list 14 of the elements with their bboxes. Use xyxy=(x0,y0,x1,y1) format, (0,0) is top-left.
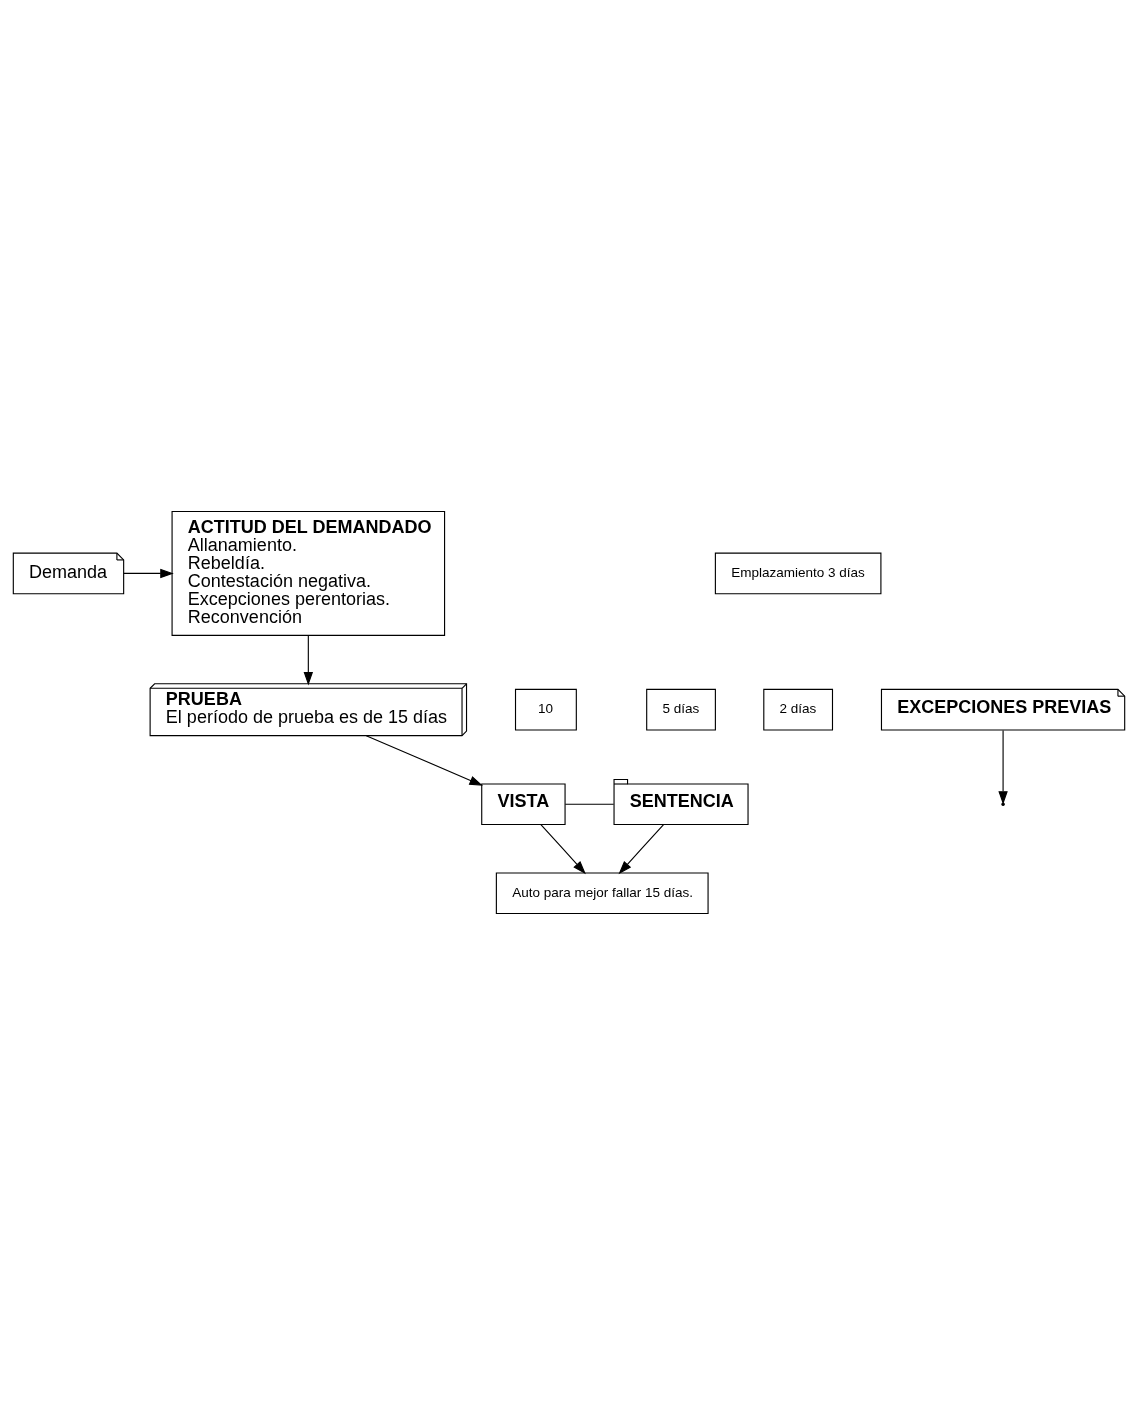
arrow xyxy=(998,729,1008,805)
arrow xyxy=(540,824,586,875)
arrow xyxy=(123,568,174,579)
arrow xyxy=(303,635,314,686)
arrow xyxy=(365,735,483,786)
node-box: 10 xyxy=(514,688,577,731)
node-box: Auto para mejor fallar 15 días. xyxy=(495,872,709,915)
node-box: VISTA xyxy=(481,783,566,826)
node-box: ACTITUD DEL DEMANDADO Allanamiento. Rebeldía. Contestación negativa. Excepciones perentorias. Reconvención xyxy=(171,510,446,636)
arrow xyxy=(618,824,665,875)
node-box: Emplazamiento 3 días xyxy=(714,552,882,595)
connector xyxy=(564,803,615,805)
node-box: 2 días xyxy=(763,688,834,731)
node-box: 5 días xyxy=(646,688,716,731)
